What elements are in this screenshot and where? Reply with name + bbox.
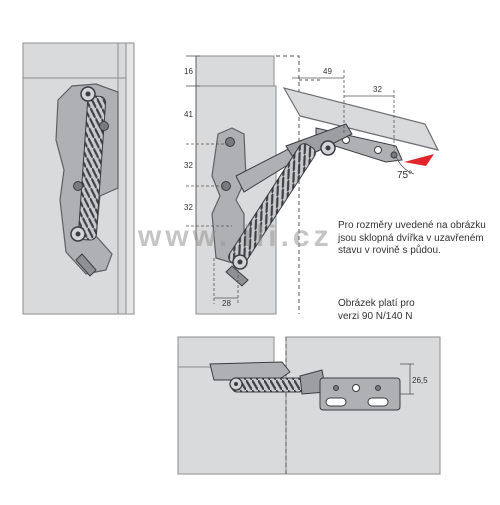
right-cabinet-top: [195, 55, 275, 87]
bottom-hinge-bracket: [209, 361, 291, 381]
bottom-cabinet-top: [177, 336, 275, 368]
sizes-note: Pro rozměry uvedené na obrázku jsou sklo…: [338, 220, 486, 258]
dim-32-upper: 32: [184, 161, 193, 170]
watermark: www. ili.cz: [138, 220, 333, 253]
sizes-note-line-2: jsou sklopná dvířka v uzavřeném: [338, 232, 484, 244]
left-screw-upper: [99, 121, 109, 131]
left-view: [22, 42, 135, 315]
bottom-spring: [231, 377, 305, 393]
dim-16: 16: [184, 67, 193, 76]
dim-32-top: 32: [373, 85, 382, 94]
angle-marker: [404, 154, 434, 166]
dim-41: 41: [184, 110, 193, 119]
left-spring: [77, 95, 107, 241]
sizes-note-line-1: Pro rozměry uvedené na obrázku: [338, 220, 486, 231]
version-note-line-2: verzi 90 N/140 N: [338, 310, 413, 322]
dim-26-5: 26,5: [412, 376, 428, 385]
dim-49: 49: [323, 67, 332, 76]
sizes-note-line-3: stavu v rovině s půdou.: [338, 245, 441, 256]
version-note: Obrázek platí pro verzi 90 N/140 N: [338, 298, 415, 323]
dim-28: 28: [222, 299, 231, 308]
left-screw-middle: [73, 181, 83, 191]
dim-32-lower: 32: [184, 203, 193, 212]
angle-label: 75°: [397, 170, 412, 181]
vertical-dimension-chain: [186, 55, 395, 304]
left-cabinet-top: [22, 42, 128, 79]
version-note-line-1: Obrázek platí pro: [338, 298, 415, 309]
bottom-view: 26,5: [177, 336, 441, 475]
left-side-panel: [125, 42, 135, 315]
right-view: 16 41 32 32 28 49 32 75°: [184, 55, 440, 315]
closed-door-outline: [276, 55, 300, 314]
